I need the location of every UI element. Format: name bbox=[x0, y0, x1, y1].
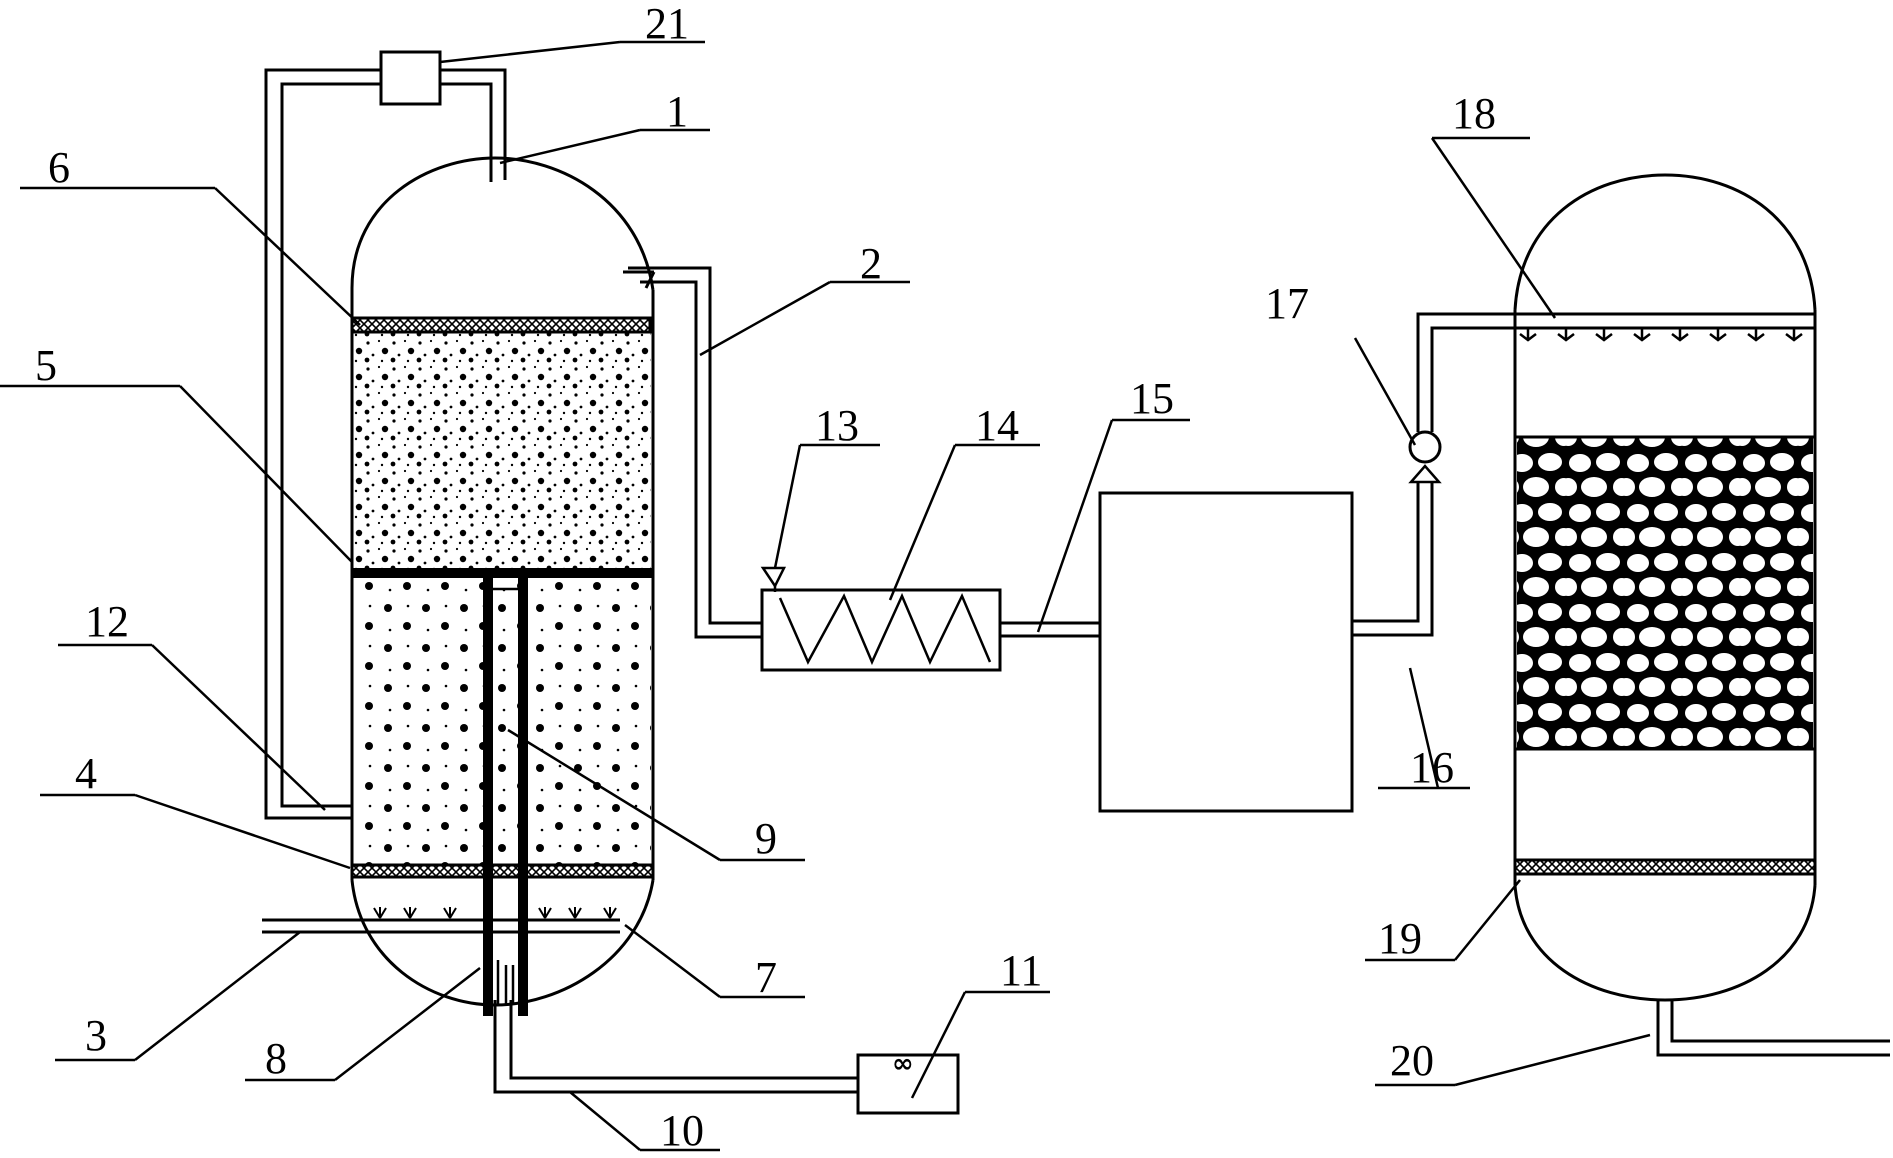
connecting-pipe bbox=[1000, 621, 1100, 638]
label-20: 20 bbox=[1390, 1036, 1434, 1085]
top-mesh-plate bbox=[350, 316, 652, 334]
air-inlet-pipe bbox=[262, 918, 620, 934]
bottom-mesh-plate bbox=[350, 863, 655, 879]
spray-nozzles bbox=[1519, 328, 1803, 342]
label-5: 5 bbox=[35, 341, 57, 390]
support-plate bbox=[1513, 858, 1817, 876]
central-draft-tube bbox=[483, 578, 528, 1016]
label-9: 9 bbox=[755, 814, 777, 863]
reactor-vessel bbox=[350, 156, 655, 1007]
label-16: 16 bbox=[1410, 743, 1454, 792]
control-valve bbox=[1408, 312, 1815, 484]
label-1: 1 bbox=[666, 87, 688, 136]
lower-media-bed bbox=[354, 578, 651, 865]
recycle-pipe bbox=[264, 68, 507, 820]
svg-text:∞: ∞ bbox=[892, 1049, 914, 1079]
label-4: 4 bbox=[75, 749, 97, 798]
filter-tower bbox=[1513, 173, 1817, 1002]
stone-packing bbox=[1517, 437, 1813, 749]
label-18: 18 bbox=[1452, 89, 1496, 138]
bottom-drain bbox=[496, 960, 515, 1005]
pump: ∞ bbox=[856, 1049, 960, 1115]
leader-lines bbox=[0, 40, 1651, 1152]
label-19: 19 bbox=[1378, 914, 1422, 963]
label-12: 12 bbox=[85, 597, 129, 646]
aerator-nozzles bbox=[373, 907, 617, 919]
upper-media-bed bbox=[354, 330, 651, 568]
label-8: 8 bbox=[265, 1034, 287, 1083]
recycle-meter bbox=[379, 50, 442, 106]
pipe-to-pump bbox=[493, 1000, 858, 1094]
label-13: 13 bbox=[815, 401, 859, 450]
screw-conveyor bbox=[760, 566, 1002, 672]
label-11: 11 bbox=[1000, 946, 1042, 995]
label-2: 2 bbox=[860, 239, 882, 288]
label-17: 17 bbox=[1265, 279, 1309, 328]
label-3: 3 bbox=[85, 1011, 107, 1060]
label-6: 6 bbox=[48, 143, 70, 192]
label-15: 15 bbox=[1130, 374, 1174, 423]
label-14: 14 bbox=[975, 401, 1019, 450]
label-21: 21 bbox=[645, 0, 689, 48]
transfer-pipe bbox=[1352, 482, 1434, 637]
middle-separator-plate bbox=[352, 568, 653, 578]
label-7: 7 bbox=[755, 953, 777, 1002]
processing-unit bbox=[1098, 491, 1354, 813]
tower-outlet-pipe bbox=[1656, 1000, 1890, 1057]
label-10: 10 bbox=[660, 1106, 704, 1155]
gas-outlet-pipe bbox=[623, 266, 762, 639]
